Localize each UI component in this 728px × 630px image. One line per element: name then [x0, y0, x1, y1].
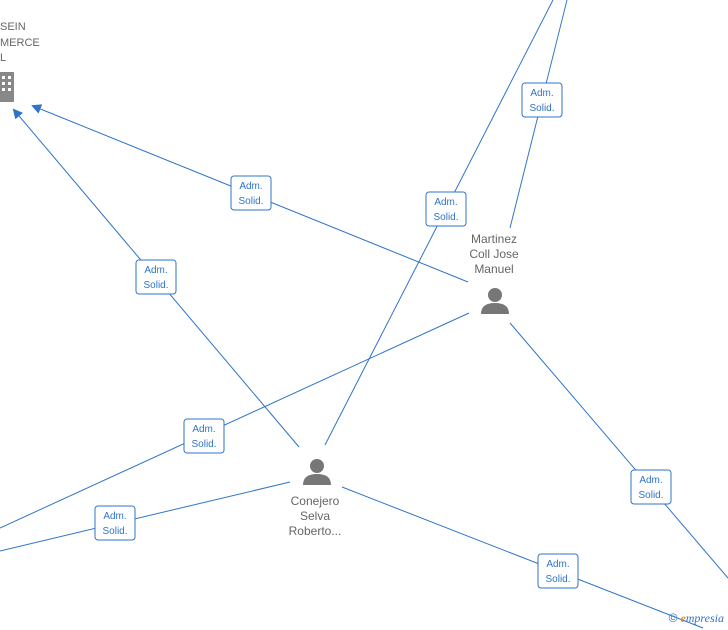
edge-label-adm-solid[interactable]: Adm. Solid.: [537, 553, 579, 589]
person-name-line-2: Coll Jose: [469, 247, 519, 261]
edge-label-line-adm: Adm.: [239, 181, 262, 192]
person-icon: [481, 288, 509, 314]
edge-label-line-solid: Solid.: [102, 526, 127, 537]
person-name-line-1: Martinez: [471, 232, 517, 246]
edge-label-adm-solid[interactable]: Adm. Solid.: [425, 191, 467, 227]
edge-label-line-adm: Adm.: [103, 511, 126, 522]
edge-martinez-to-bottom-right: [509, 322, 728, 579]
person-icon: [303, 459, 331, 485]
company-name-line-1: SEIN: [0, 21, 26, 33]
copyright-symbol: ©: [668, 611, 678, 625]
edge-labels: Adm. Solid. Adm. Solid. Adm. Solid. Adm. Solid.…: [94, 82, 672, 589]
person-name-line-3: Roberto...: [289, 524, 342, 538]
edge-label-line-adm: Adm.: [192, 424, 215, 435]
edge-label-box: [521, 82, 563, 118]
edge-martinez-to-left: [0, 312, 470, 529]
brand-name: mpresia: [685, 611, 724, 625]
edge-label-adm-solid[interactable]: Adm. Solid.: [183, 418, 225, 454]
edge-label-line-solid: Solid.: [143, 280, 168, 291]
edge-label-line-adm: Adm.: [639, 475, 662, 486]
brand-initial: e: [680, 611, 686, 625]
company-name-line-2: MERCE: [0, 37, 40, 49]
edge-label-line-adm: Adm.: [144, 265, 167, 276]
edge-label-adm-solid[interactable]: Adm. Solid.: [521, 82, 563, 118]
edge-label-box: [630, 469, 672, 505]
building-icon: [0, 72, 14, 102]
edge-label-adm-solid[interactable]: Adm. Solid.: [94, 505, 136, 541]
edge-label-box: [94, 505, 136, 541]
person-node-martinez[interactable]: Martinez Coll Jose Manuel: [469, 232, 519, 314]
edge-label-adm-solid[interactable]: Adm. Solid.: [230, 175, 272, 211]
edge-label-box: [537, 553, 579, 589]
edge-label-line-solid: Solid.: [529, 103, 554, 114]
edge-conejero-to-bottom-right: [341, 486, 704, 629]
edge-label-line-solid: Solid.: [238, 196, 263, 207]
edge-label-line-solid: Solid.: [191, 439, 216, 450]
company-node[interactable]: SEIN MERCE L: [0, 21, 40, 102]
empresia-watermark: © empresia: [669, 611, 724, 626]
edge-label-box: [183, 418, 225, 454]
edge-label-line-solid: Solid.: [545, 574, 570, 585]
person-node-conejero[interactable]: Conejero Selva Roberto...: [289, 459, 342, 538]
edge-label-line-solid: Solid.: [638, 490, 663, 501]
edge-label-box: [230, 175, 272, 211]
person-name-line-2: Selva: [300, 509, 330, 523]
edge-label-box: [135, 259, 177, 295]
company-name-line-3: L: [0, 52, 6, 64]
edge-label-adm-solid[interactable]: Adm. Solid.: [630, 469, 672, 505]
edge-label-line-adm: Adm.: [434, 197, 457, 208]
edge-label-line-adm: Adm.: [546, 559, 569, 570]
person-name-line-1: Conejero: [291, 494, 340, 508]
edge-conejero-to-left: [0, 481, 291, 552]
edge-label-line-adm: Adm.: [530, 88, 553, 99]
person-name-line-3: Manuel: [474, 262, 513, 276]
edge-label-adm-solid[interactable]: Adm. Solid.: [135, 259, 177, 295]
edge-label-box: [425, 191, 467, 227]
edge-label-line-solid: Solid.: [433, 212, 458, 223]
